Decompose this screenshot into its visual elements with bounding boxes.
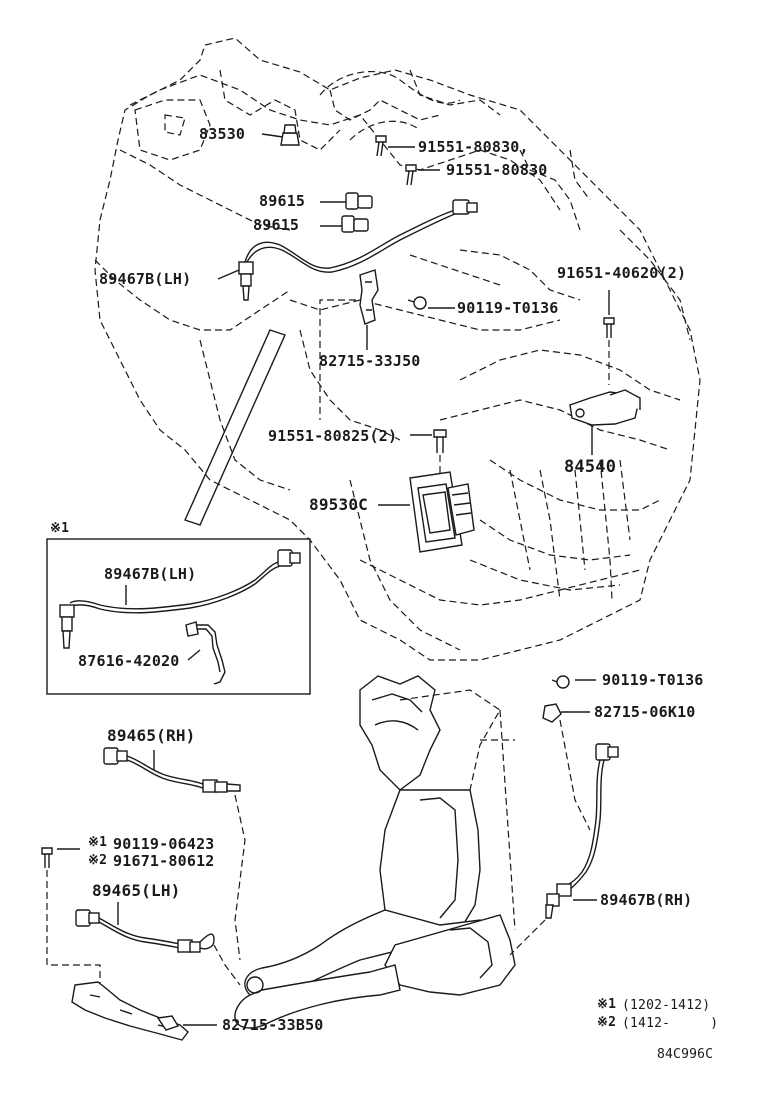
illustration-code: 84C996C bbox=[657, 1047, 714, 1062]
label-83530: 83530 bbox=[199, 125, 246, 143]
label-90119-06423: 90119-06423 bbox=[113, 835, 215, 853]
bracket-82715-33B50 bbox=[71, 981, 189, 1041]
label-89467B-LH-top: 89467B(LH) bbox=[99, 270, 192, 288]
label-90119-T0136-top: 90119-T0136 bbox=[457, 299, 559, 317]
label-82715-33B50: 82715-33B50 bbox=[222, 1016, 324, 1034]
label-89465-RH: 89465(RH) bbox=[107, 726, 196, 745]
knock-sensor-89615-a bbox=[345, 192, 373, 210]
dipstick-tube bbox=[184, 329, 286, 526]
bolt-note-1-mark: ※1 bbox=[88, 835, 108, 850]
label-91671-80612: 91671-80612 bbox=[113, 852, 215, 870]
bolt-91551-80830-a bbox=[375, 135, 387, 157]
exhaust-front-pipe bbox=[234, 675, 516, 1029]
label-89615-b: 89615 bbox=[253, 216, 300, 234]
label-87616-42020: 87616-42020 bbox=[78, 652, 180, 670]
label-90119-T0136-bottom: 90119-T0136 bbox=[602, 671, 704, 689]
bolt-91551-80825 bbox=[433, 429, 447, 475]
bolt-90119-T0136-bottom bbox=[551, 675, 570, 689]
engine-block-outline bbox=[94, 37, 701, 661]
label-91551-80830-b: 91551-80830 bbox=[446, 161, 548, 179]
bolt-90119-T0136-top bbox=[407, 296, 427, 310]
bolt-90119-06423-or-91671-80612 bbox=[41, 847, 101, 990]
bolt-91551-80830-b bbox=[405, 164, 417, 186]
oil-pressure-switch-83530 bbox=[280, 124, 300, 146]
label-89615-a: 89615 bbox=[259, 192, 306, 210]
footnote-1-mark: ※1 bbox=[597, 997, 617, 1012]
label-89465-LH: 89465(LH) bbox=[92, 881, 181, 900]
neutral-switch-84540 bbox=[569, 389, 641, 426]
label-91651-40620: 91651-40620(2) bbox=[557, 264, 687, 282]
label-91551-80830-a: 91551-80830, bbox=[418, 138, 529, 156]
label-89467B-RH: 89467B(RH) bbox=[600, 891, 693, 909]
bracket-82715-33J50 bbox=[359, 269, 379, 325]
bolt-91651-40620 bbox=[603, 317, 615, 385]
inset-marker: ※1 bbox=[50, 521, 70, 536]
footnote-2-mark: ※2 bbox=[597, 1015, 617, 1030]
bolt-note-2-mark: ※2 bbox=[88, 853, 108, 868]
label-89530C: 89530C bbox=[309, 495, 368, 514]
ecu-89530C bbox=[409, 471, 475, 553]
inset-box bbox=[46, 538, 311, 695]
oxygen-sensor-lh-upper bbox=[238, 199, 478, 301]
footnote-2-text: (1412- ) bbox=[622, 1016, 719, 1031]
label-89467B-LH-inset: 89467B(LH) bbox=[104, 565, 197, 583]
clamp-82715-06K10 bbox=[542, 703, 562, 723]
oxygen-sensor-89467B-rh bbox=[509, 719, 619, 956]
leader-lines bbox=[57, 133, 610, 1026]
label-84540: 84540 bbox=[564, 457, 617, 477]
oxygen-sensor-89465-lh bbox=[75, 909, 241, 986]
label-91551-80825: 91551-80825(2) bbox=[268, 427, 398, 445]
footnote-1-text: (1202-1412) bbox=[622, 998, 711, 1013]
knock-sensor-89615-b bbox=[341, 215, 369, 233]
label-82715-33J50: 82715-33J50 bbox=[319, 352, 421, 370]
oxygen-sensor-89465-rh bbox=[103, 747, 246, 961]
label-82715-06K10: 82715-06K10 bbox=[594, 703, 696, 721]
